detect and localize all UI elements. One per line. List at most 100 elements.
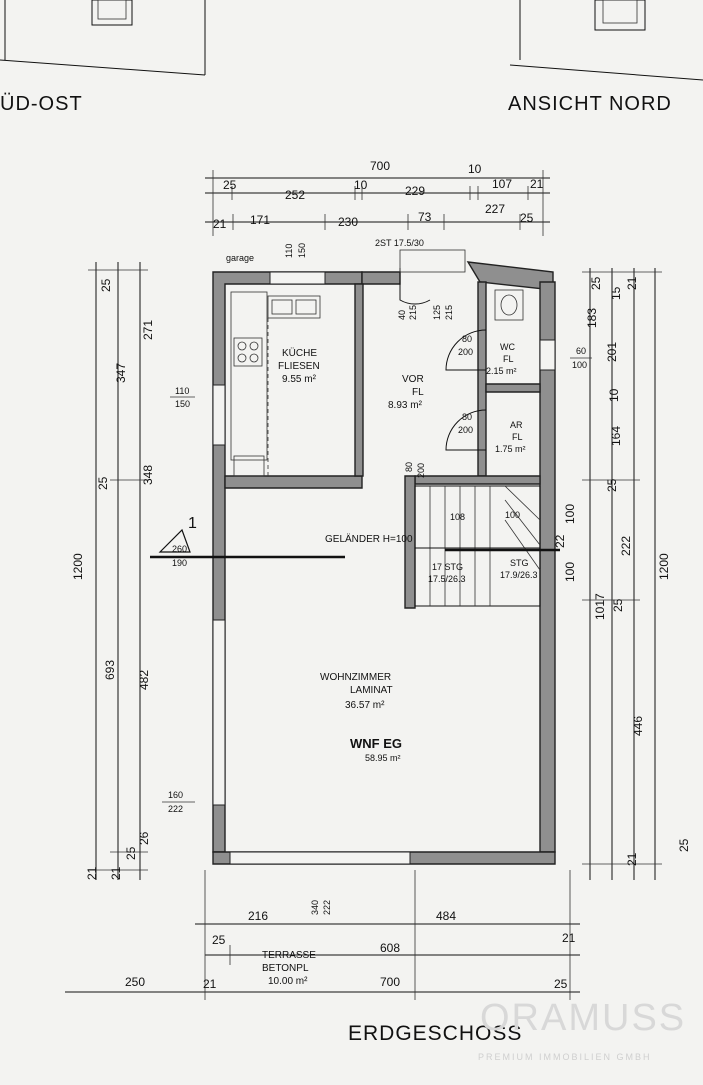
dim-top-r3-3: 230	[338, 215, 358, 229]
dim-top-r2-2: 252	[285, 188, 305, 202]
dim-right-a12: 21	[625, 852, 639, 866]
door-hall-80: 80	[404, 462, 414, 472]
door-ar-80: 80	[462, 412, 472, 422]
dim-right-b4: 100	[563, 504, 577, 524]
dim-right-a5: 201	[605, 342, 619, 362]
section-260: 260	[172, 544, 187, 554]
top-dimension-lines	[205, 170, 550, 236]
room-wc-floor: FL	[503, 354, 514, 364]
dim-top-r3-6: 25	[520, 211, 534, 225]
staircase	[414, 485, 541, 607]
watermark-subtitle: PREMIUM IMMOBILIEN GMBH	[478, 1052, 652, 1062]
vor-40: 40	[397, 310, 407, 320]
wnf-title: WNF EG	[350, 736, 402, 751]
door-bottom-222: 222	[322, 900, 332, 915]
dim-top-r3-4: 73	[418, 210, 432, 224]
dim-bottom-250: 250	[125, 975, 145, 989]
watermark-logo: ORAMUSS	[480, 997, 686, 1039]
terrasse-floor: BETONPL	[262, 963, 309, 974]
door-ar-200: 200	[458, 425, 473, 435]
door-hall-200: 200	[416, 463, 426, 478]
dim-top-r2-3: 10	[354, 178, 368, 192]
dim-right-b3: 22	[553, 534, 567, 548]
dim-top-r3-2: 171	[250, 213, 270, 227]
window-left2-160: 160	[168, 790, 183, 800]
dim-right-a7: 164	[609, 426, 623, 446]
stair-width-100: 100	[505, 510, 520, 520]
room-vor-area: 8.93 m²	[388, 400, 423, 411]
dim-right-b2: 100	[563, 562, 577, 582]
wc-fixtures	[494, 289, 524, 321]
stair-note: 2ST 17.5/30	[375, 238, 424, 248]
window-top-150: 150	[297, 243, 307, 258]
dim-right-a6: 10	[607, 388, 621, 402]
room-wohn-floor: LAMINAT	[350, 685, 393, 696]
dim-top-total: 700	[370, 159, 390, 173]
dim-right-b1: 1017	[593, 593, 607, 620]
window-top-110: 110	[284, 244, 294, 258]
room-vor-name: VOR	[402, 374, 424, 385]
dim-left-outer: 1200	[71, 553, 85, 580]
doors	[399, 249, 487, 451]
dim-top-r3-5: 227	[485, 202, 505, 216]
dim-right-a2: 183	[585, 308, 599, 328]
room-kueche-area: 9.55 m²	[282, 374, 317, 385]
dim-left-a5: 21	[85, 866, 99, 880]
bottom-dimension-lines	[65, 870, 580, 1000]
dim-left-b4: 26	[137, 831, 151, 845]
stair-stg2-b: 17.9/26.3	[500, 570, 538, 580]
dim-top-r3-1: 21	[213, 217, 227, 231]
terrasse-name: TERRASSE	[262, 950, 316, 961]
dim-left-b2: 348	[141, 465, 155, 485]
window-left1-110: 110	[175, 386, 189, 396]
dim-top-r2-7: 21	[530, 177, 544, 191]
terrasse-area: 10.00 m²	[268, 976, 308, 987]
room-wc-area: 2.15 m²	[486, 366, 517, 376]
section-190: 190	[172, 558, 187, 568]
dim-top-r2-6: 107	[492, 177, 512, 191]
section-line	[150, 528, 560, 559]
view-label-left: ÜD-OST	[0, 93, 83, 115]
door-vor-80: 80	[462, 334, 472, 344]
dim-top-r2-1: 25	[223, 178, 237, 192]
room-wc-name: WC	[500, 342, 515, 352]
vor-125: 125	[432, 305, 442, 320]
stair-stg1-a: 17 STG	[432, 562, 463, 572]
elevation-fragments	[0, 0, 703, 81]
dim-right-a10: 25	[611, 598, 625, 612]
dim-right-a13: 25	[677, 838, 691, 852]
section-mark: 1	[188, 515, 197, 532]
room-ar-area: 1.75 m²	[495, 444, 526, 454]
windows	[212, 271, 556, 865]
stair-stg1-b: 17.5/26.3	[428, 574, 466, 584]
dim-left-a4: 693	[103, 660, 117, 680]
dim-left-b5: 25	[124, 846, 138, 860]
room-kueche-name: KÜCHE	[282, 347, 317, 359]
window-right-100: 100	[572, 360, 587, 370]
dim-bottom-25: 25	[212, 933, 226, 947]
exterior-walls	[212, 261, 556, 865]
vor-215: 215	[408, 305, 418, 320]
vor-215b: 215	[444, 305, 454, 320]
room-wohn-name: WOHNZIMMER	[320, 672, 391, 683]
dim-bottom-700: 700	[380, 975, 400, 989]
dim-left-b3: 482	[137, 670, 151, 690]
dim-bottom-216: 216	[248, 909, 268, 923]
dim-right-a11: 446	[631, 716, 645, 736]
window-right-60: 60	[576, 346, 586, 356]
dim-right-a8: 25	[605, 478, 619, 492]
room-vor-floor: FL	[412, 387, 424, 398]
dim-left-b1: 271	[141, 320, 155, 340]
view-label-right: ANSICHT NORD	[508, 93, 672, 115]
door-vor-200: 200	[458, 347, 473, 357]
room-ar-floor: FL	[512, 432, 523, 442]
wnf-area: 58.95 m²	[365, 753, 401, 763]
room-ar-name: AR	[510, 420, 523, 430]
dim-bottom-608: 608	[380, 941, 400, 955]
dim-right-a9: 222	[619, 536, 633, 556]
dim-right-a4: 21	[625, 276, 639, 290]
garage-label: garage	[226, 253, 254, 263]
dim-left-c1: 21	[109, 866, 123, 880]
dim-right-a1: 25	[589, 276, 603, 290]
